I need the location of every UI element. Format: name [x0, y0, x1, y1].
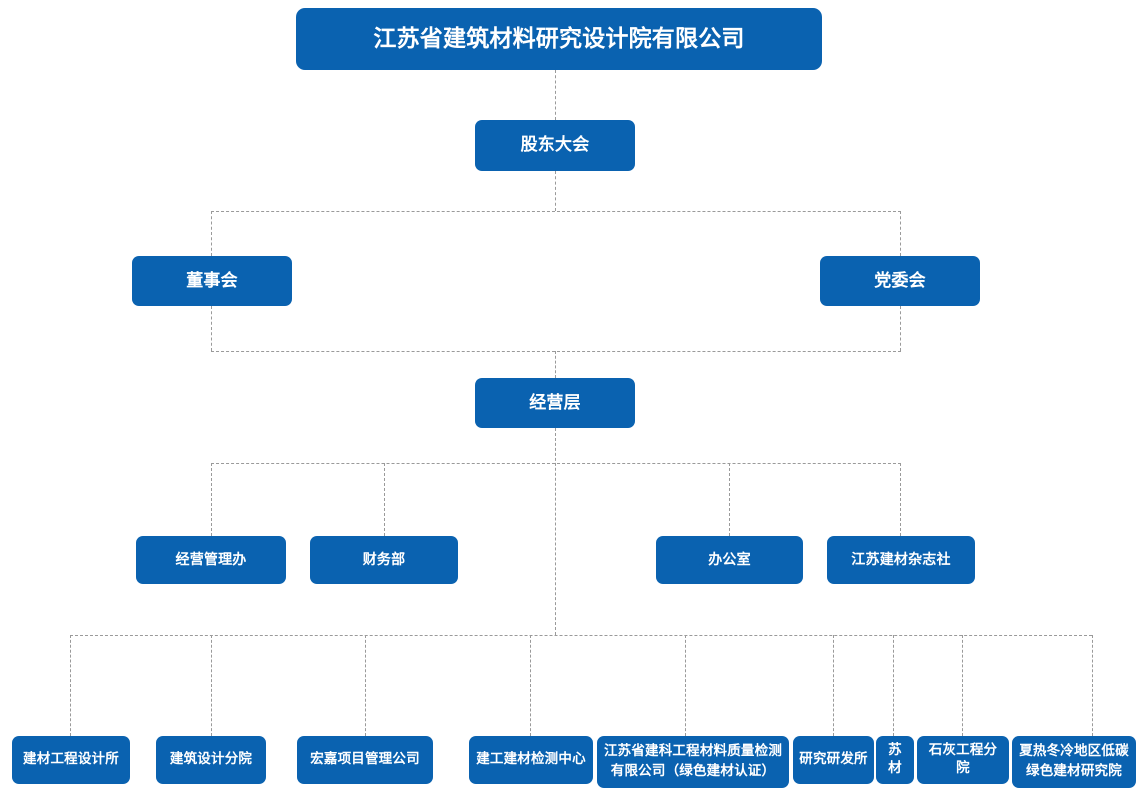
- connector-assembly-down: [555, 171, 556, 211]
- connector-unit-9: [1092, 635, 1093, 736]
- connector-party-down: [900, 306, 901, 351]
- unit-label-line-2: 有限公司（绿色建材认证）: [610, 763, 776, 779]
- connector-unit-4: [530, 635, 531, 736]
- connector-dept-1: [211, 463, 212, 536]
- connector-bus-to-board: [211, 211, 212, 256]
- unit-label-line-1: 江苏省建科工程材料质量检测: [603, 743, 783, 760]
- node-unit-building-materials-engineering-design-institute[interactable]: 建材工程设计所: [12, 736, 130, 784]
- node-management-layer[interactable]: 经营层: [475, 378, 635, 428]
- node-unit-lime-engineering-branch[interactable]: 石灰工程分院: [917, 736, 1009, 784]
- governance-bus-top: [211, 211, 901, 212]
- node-party-committee[interactable]: 党委会: [820, 256, 980, 306]
- connector-dept-3: [729, 463, 730, 536]
- node-unit-low-carbon-green-building-materials-institute[interactable]: 夏热冬冷地区低碳 绿色建材研究院: [1012, 736, 1136, 788]
- node-unit-construction-materials-testing-center[interactable]: 建工建材检测中心: [469, 736, 593, 784]
- node-unit-architectural-design-branch[interactable]: 建筑设计分院: [156, 736, 266, 784]
- node-unit-research-and-development-institute[interactable]: 研究研发所: [793, 736, 874, 784]
- connector-management-trunk: [555, 428, 556, 635]
- node-company-root[interactable]: 江苏省建筑材料研究设计院有限公司: [296, 8, 822, 70]
- node-dept-finance[interactable]: 财务部: [310, 536, 458, 584]
- connector-unit-8: [962, 635, 963, 736]
- connector-unit-5: [685, 635, 686, 736]
- node-dept-jiangsu-materials-journal[interactable]: 江苏建材杂志社: [827, 536, 975, 584]
- connector-dept-2: [384, 463, 385, 536]
- node-board-of-directors[interactable]: 董事会: [132, 256, 292, 306]
- connector-bus-to-management: [555, 351, 556, 378]
- connector-unit-7: [893, 635, 894, 736]
- connector-bus-to-party: [900, 211, 901, 256]
- connector-root-to-assembly: [555, 70, 556, 120]
- department-bus: [211, 463, 901, 464]
- connector-dept-4: [900, 463, 901, 536]
- connector-board-down: [211, 306, 212, 351]
- unit-label-line-2: 绿色建材研究院: [1026, 763, 1122, 779]
- node-unit-hongjia-project-management[interactable]: 宏嘉项目管理公司: [297, 736, 433, 784]
- unit-bus: [70, 635, 1092, 636]
- connector-unit-2: [211, 635, 212, 736]
- connector-unit-6: [833, 635, 834, 736]
- connector-unit-1: [70, 635, 71, 736]
- governance-bus-bottom: [211, 351, 901, 352]
- node-shareholders-assembly[interactable]: 股东大会: [475, 120, 635, 171]
- unit-label-line-1: 夏热冬冷地区低碳: [1019, 743, 1129, 760]
- node-dept-general-office[interactable]: 办公室: [656, 536, 803, 584]
- node-dept-operations-office[interactable]: 经营管理办: [136, 536, 286, 584]
- node-unit-sucai[interactable]: 苏材: [876, 736, 914, 784]
- node-unit-jianke-materials-quality-testing-co[interactable]: 江苏省建科工程材料质量检测 有限公司（绿色建材认证）: [597, 736, 789, 788]
- connector-unit-3: [365, 635, 366, 736]
